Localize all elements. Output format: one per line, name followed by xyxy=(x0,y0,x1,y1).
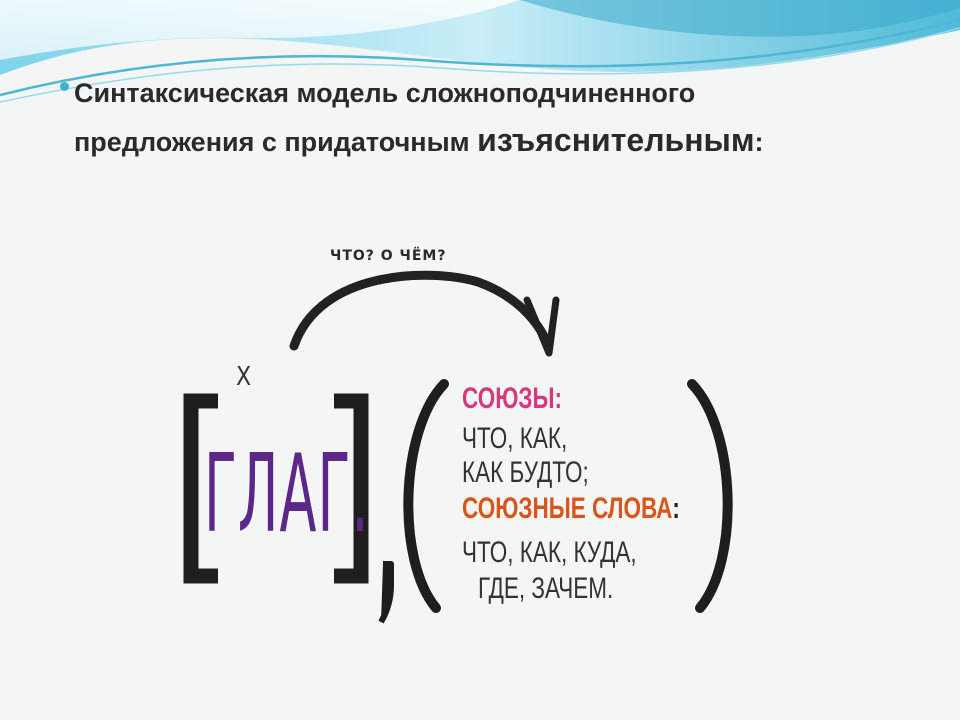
question-label: ЧТО? О ЧЁМ? xyxy=(330,248,447,264)
conj-words-line-2: ГДЕ, ЗАЧЕМ. xyxy=(478,572,614,605)
conjunctions-line-2: КАК БУДТО; xyxy=(462,456,589,489)
title-line-2: предложения с придаточным изъяснительным… xyxy=(74,122,764,159)
conj-words-colon: : xyxy=(672,492,680,525)
conj-words-label: СОЮЗНЫЕ СЛОВА xyxy=(462,492,673,525)
title-colon: : xyxy=(754,127,764,157)
right-round-bracket xyxy=(687,379,733,613)
title-emphasis: изъяснительным xyxy=(477,122,755,158)
conj-words-heading: СОЮЗНЫЕ СЛОВА: xyxy=(462,492,680,526)
arrow-head-icon xyxy=(523,296,560,357)
title-line-1: Синтаксическая модель сложноподчиненного xyxy=(74,78,696,108)
title-text: предложения с придаточным xyxy=(74,127,478,157)
conjunctions-label: СОЮЗЫ: xyxy=(462,382,563,415)
right-square-bracket xyxy=(334,393,369,584)
question-arrow xyxy=(289,270,551,351)
main-clause-word: ГЛАГ. xyxy=(204,432,370,557)
conj-words-line-1: ЧТО, КАК, КУДА, xyxy=(462,536,637,569)
wave-header-decoration xyxy=(0,0,960,103)
left-square-bracket xyxy=(183,393,218,584)
predicate-mark: Х xyxy=(236,362,252,392)
conjunctions-line-1: ЧТО, КАК, xyxy=(462,422,568,455)
comma-mark xyxy=(378,561,394,624)
left-round-bracket xyxy=(403,379,449,613)
bullet-icon xyxy=(60,82,69,91)
